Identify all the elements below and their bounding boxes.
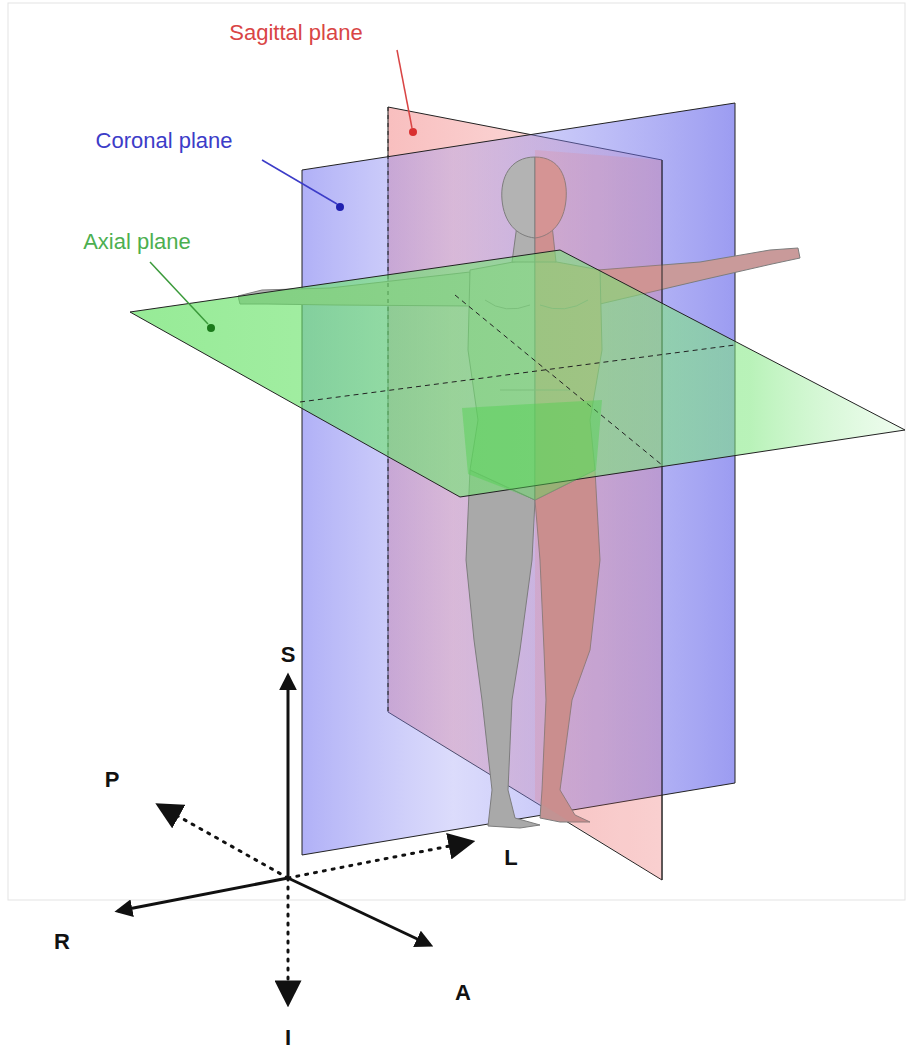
image-frame: [8, 3, 905, 900]
axis-label: P: [105, 768, 120, 792]
leader-line: [262, 160, 337, 204]
axis-label: S: [281, 643, 296, 667]
coronal-plane: [302, 103, 735, 855]
leader-dot: [409, 128, 417, 136]
leader-line: [397, 50, 412, 128]
axis-arrows: [118, 676, 470, 1002]
axis-label: L: [504, 846, 517, 870]
leader-dot: [207, 324, 215, 332]
plane-intersection: [300, 345, 735, 402]
plane-label: Axial plane: [83, 230, 191, 254]
leader-dot: [336, 203, 344, 211]
axial-tint: [462, 400, 602, 500]
leader-line: [150, 262, 208, 324]
plane-edge: [662, 160, 663, 880]
plane-label: Sagittal plane: [229, 21, 362, 45]
plane-label: Coronal plane: [96, 129, 233, 153]
axis-label: A: [455, 981, 471, 1005]
axis-label: R: [54, 930, 70, 954]
axis-label: I: [285, 1026, 291, 1050]
